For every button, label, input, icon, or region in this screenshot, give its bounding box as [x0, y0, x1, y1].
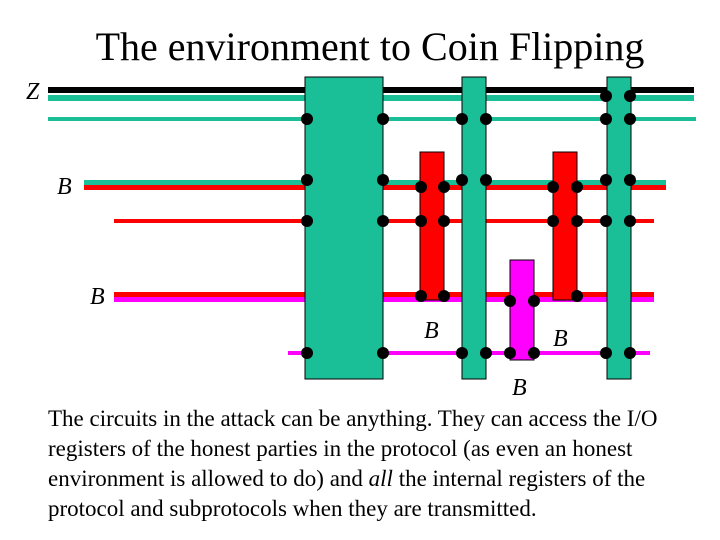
connection-dot — [301, 174, 313, 186]
connection-dot — [377, 113, 389, 125]
connection-dot — [377, 215, 389, 227]
label-b2: B — [90, 284, 105, 310]
connection-dot — [624, 90, 636, 102]
connection-dots — [301, 90, 636, 359]
connection-dot — [571, 181, 583, 193]
connection-dot — [504, 347, 516, 359]
connection-dot — [571, 215, 583, 227]
connection-dot — [528, 347, 540, 359]
connection-dot — [415, 215, 427, 227]
caption-emphasis: all — [368, 466, 393, 491]
circuit-blocks — [304, 76, 632, 380]
connection-dot — [600, 174, 612, 186]
connection-dot — [624, 347, 636, 359]
teal-block-3 — [606, 76, 632, 380]
connection-dot — [301, 347, 313, 359]
connection-dot — [377, 347, 389, 359]
connection-dot — [438, 215, 450, 227]
red-block-2 — [552, 151, 578, 301]
connection-dot — [301, 215, 313, 227]
connection-dot — [301, 113, 313, 125]
connection-dot — [456, 347, 468, 359]
connection-dot — [624, 215, 636, 227]
connection-dot — [438, 181, 450, 193]
caption-paragraph: The circuits in the attack can be anythi… — [48, 404, 698, 524]
connection-dot — [571, 290, 583, 302]
connection-dot — [547, 181, 559, 193]
label-b5: B — [512, 375, 527, 401]
b2-wire-magenta — [114, 297, 654, 302]
slide-title: The environment to Coin Flipping — [95, 24, 645, 69]
b2-wire-red — [114, 292, 654, 297]
connection-dot — [480, 174, 492, 186]
connection-dot — [624, 113, 636, 125]
connection-dot — [415, 290, 427, 302]
connection-dot — [547, 215, 559, 227]
caption-text-1: The circuits in the attack can be anythi… — [48, 406, 658, 491]
connection-dot — [504, 295, 516, 307]
connection-dot — [377, 174, 389, 186]
connection-dot — [600, 215, 612, 227]
connection-dot — [438, 290, 450, 302]
connection-dot — [600, 347, 612, 359]
label-b4: B — [553, 326, 568, 352]
magenta-block — [509, 259, 535, 361]
connection-dot — [456, 174, 468, 186]
caption-text-2: the internal registers of the protocol a… — [48, 466, 646, 521]
connection-dot — [480, 347, 492, 359]
connection-dot — [624, 174, 636, 186]
label-z: Z — [26, 79, 40, 105]
connection-dot — [600, 113, 612, 125]
connection-dot — [528, 295, 540, 307]
connection-dot — [600, 90, 612, 102]
connection-dot — [415, 181, 427, 193]
label-b1: B — [57, 174, 72, 200]
connection-dot — [480, 113, 492, 125]
label-b3: B — [424, 318, 439, 344]
teal-block-2 — [461, 76, 487, 380]
connection-dot — [456, 113, 468, 125]
environment-block — [304, 76, 384, 380]
